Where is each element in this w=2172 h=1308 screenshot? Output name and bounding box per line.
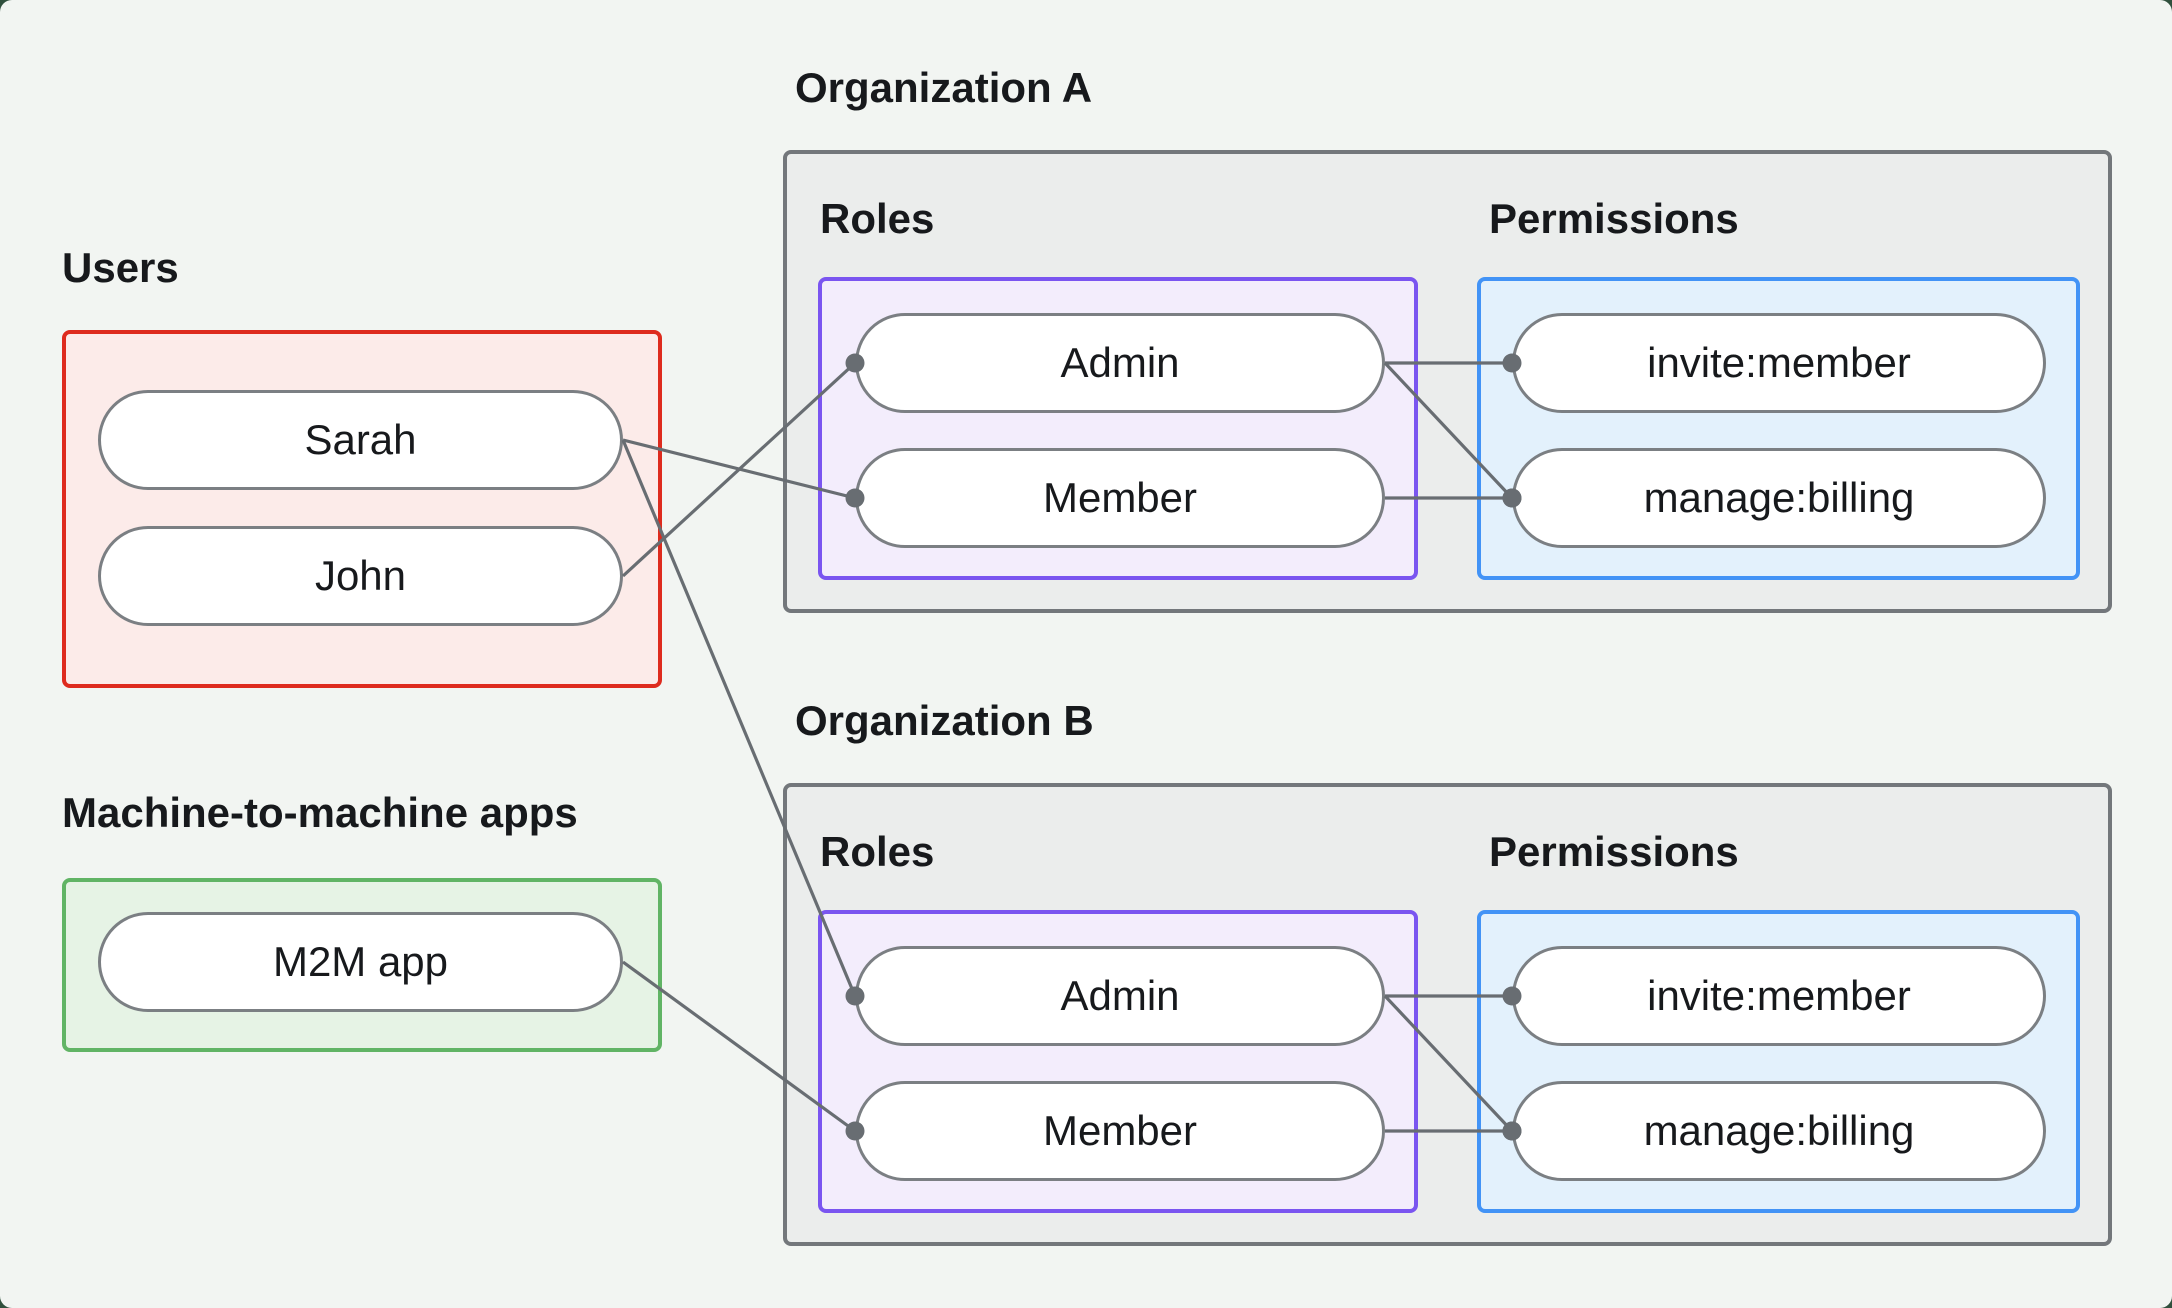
organization-b-permission-pill-manage-billing: manage:billing	[1512, 1081, 2046, 1181]
organization-a-roles-label: Roles	[820, 195, 935, 242]
organization-a-permissions-box: invite:member manage:billing	[1477, 277, 2080, 580]
m2m-app-pill: M2M app	[98, 912, 623, 1012]
organization-a-role-pill-admin: Admin	[855, 313, 1385, 413]
users-box: Sarah John	[62, 330, 662, 688]
organization-a-label: Organization A	[795, 64, 1093, 111]
organization-b-roles-box: Admin Member	[818, 910, 1418, 1213]
organization-a-permission-pill-manage-billing: manage:billing	[1512, 448, 2046, 548]
organization-a: Organization A Roles Permissions Admin M…	[783, 64, 2112, 613]
organization-b-box: Roles Permissions Admin Member invite:me…	[783, 783, 2112, 1246]
organization-a-box: Roles Permissions Admin Member invite:me…	[783, 150, 2112, 613]
organization-b-permissions-label: Permissions	[1489, 828, 1739, 875]
organization-b-role-pill-admin: Admin	[855, 946, 1385, 1046]
organization-a-role-pill-member: Member	[855, 448, 1385, 548]
organization-a-permissions-label: Permissions	[1489, 195, 1739, 242]
user-pill-sarah: Sarah	[98, 390, 623, 490]
organization-a-roles-box: Admin Member	[818, 277, 1418, 580]
organization-b-permission-pill-invite-member: invite:member	[1512, 946, 2046, 1046]
organization-b-role-pill-member: Member	[855, 1081, 1385, 1181]
organization-b-roles-label: Roles	[820, 828, 935, 875]
organization-b-permissions-box: invite:member manage:billing	[1477, 910, 2080, 1213]
organization-a-permission-pill-invite-member: invite:member	[1512, 313, 2046, 413]
m2m-apps-label: Machine-to-machine apps	[62, 789, 578, 836]
users-label: Users	[62, 244, 179, 291]
user-pill-john: John	[98, 526, 623, 626]
m2m-apps-box: M2M app	[62, 878, 662, 1052]
organization-b-label: Organization B	[795, 697, 1094, 744]
organization-b: Organization B Roles Permissions Admin M…	[0, 633, 2172, 1296]
